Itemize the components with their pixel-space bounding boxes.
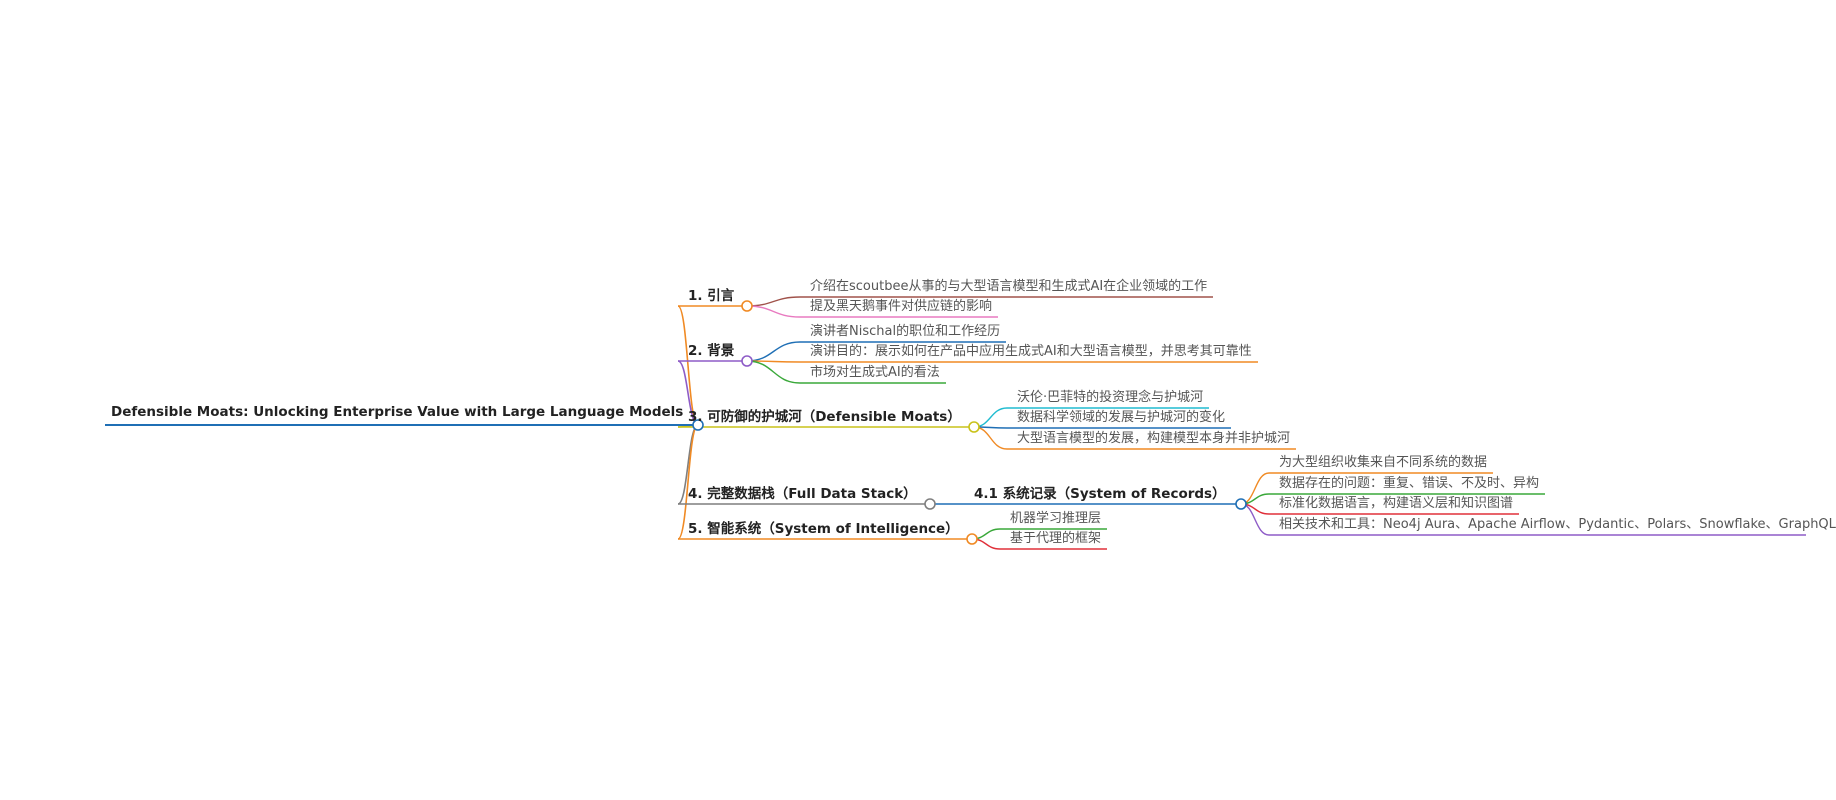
underline-layer	[105, 296, 1806, 550]
branch-4-leaf-3[interactable]: 标准化数据语言，构建语义层和知识图谱	[1279, 496, 1514, 511]
root-topic[interactable]: Defensible Moats: Unlocking Enterprise V…	[111, 404, 684, 420]
branch-1-leaf-1-connector	[746, 296, 801, 307]
branch-3-node-circle[interactable]	[968, 421, 980, 433]
branch-1-leaf-2[interactable]: 提及黑天鹅事件对供应链的影响	[810, 299, 993, 314]
branch-1-leaf-1[interactable]: 介绍在scoutbee从事的与大型语言模型和生成式AI在企业领域的工作	[810, 279, 1208, 294]
branch-1-topic[interactable]: 1. 引言	[688, 288, 735, 304]
branch-4-sub-node-circle[interactable]	[1235, 498, 1247, 510]
branch-2-topic[interactable]: 2. 背景	[688, 343, 735, 359]
branch-2-leaf-1-connector	[746, 341, 801, 362]
root-node-circle[interactable]	[692, 419, 704, 431]
branch-4-leaf-2[interactable]: 数据存在的问题：重复、错误、不及时、异构	[1279, 476, 1540, 491]
branch-1-leaf-2-connector	[746, 305, 801, 318]
branch-3-topic[interactable]: 3. 可防御的护城河（Defensible Moats）	[688, 409, 961, 425]
branch-4-topic[interactable]: 4. 完整数据栈（Full Data Stack）	[688, 486, 917, 502]
branch-3-leaf-3[interactable]: 大型语言模型的发展，构建模型本身并非护城河	[1017, 431, 1291, 446]
branch-2-leaf-1[interactable]: 演讲者Nischal的职位和工作经历	[810, 324, 1001, 339]
branch-4-leaf-1[interactable]: 为大型组织收集来自不同系统的数据	[1279, 455, 1488, 470]
node-circle-layer	[692, 300, 1247, 545]
branch-2-leaf-3[interactable]: 市场对生成式AI的看法	[810, 365, 940, 380]
branch-2-leaf-2[interactable]: 演讲目的：展示如何在产品中应用生成式AI和大型语言模型，并思考其可靠性	[810, 344, 1252, 359]
branch-5-leaf-2[interactable]: 基于代理的框架	[1010, 531, 1102, 546]
branch-5-topic[interactable]: 5. 智能系统（System of Intelligence）	[688, 521, 959, 537]
branch-1-node-circle[interactable]	[741, 300, 753, 312]
branch-4-sub-topic[interactable]: 4.1 系统记录（System of Records）	[974, 486, 1226, 502]
branch-5-leaf-1[interactable]: 机器学习推理层	[1010, 511, 1102, 526]
branch-4-leaf-4[interactable]: 相关技术和工具：Neo4j Aura、Apache Airflow、Pydant…	[1279, 517, 1836, 532]
branch-3-leaf-1[interactable]: 沃伦·巴菲特的投资理念与护城河	[1017, 390, 1204, 405]
branch-3-leaf-3-connector	[973, 426, 1008, 450]
branch-3-leaf-2[interactable]: 数据科学领域的发展与护城河的变化	[1017, 410, 1226, 425]
branch-2-node-circle[interactable]	[741, 355, 753, 367]
branch-5-node-circle[interactable]	[966, 533, 978, 545]
branch-2-leaf-3-connector	[746, 360, 801, 384]
branch-4-node-circle[interactable]	[924, 498, 936, 510]
